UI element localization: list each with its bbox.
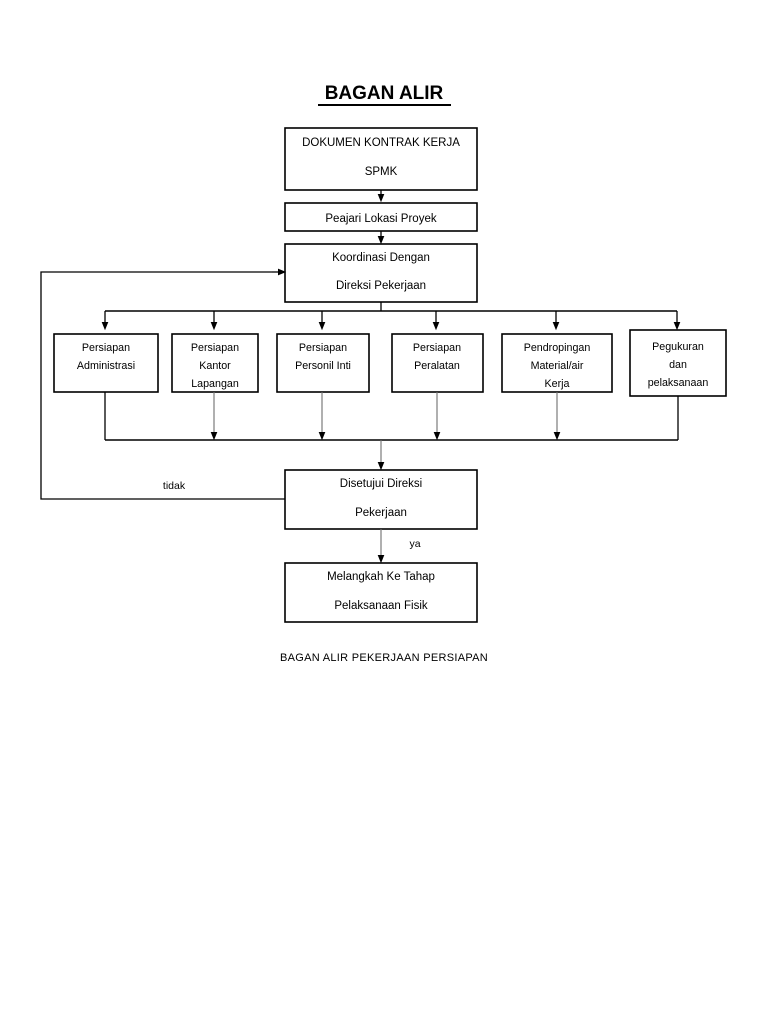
node-persiapan-administrasi-line2: Administrasi — [77, 360, 135, 372]
node-persiapan-kantor-lapangan[interactable] — [171, 333, 259, 393]
node-persiapan-peralatan-line1: Persiapan — [413, 342, 461, 354]
node-persiapan-peralatan[interactable] — [391, 333, 484, 393]
node-pendropingan-material[interactable] — [501, 333, 613, 393]
node-pegukuran-pelaksanaan[interactable] — [629, 329, 727, 397]
node-persiapan-personil-inti[interactable] — [276, 333, 370, 393]
node-koordinasi-direksi[interactable] — [284, 243, 478, 303]
node-persiapan-peralatan-line2: Peralatan — [414, 360, 460, 372]
node-persiapan-administrasi[interactable] — [53, 333, 159, 393]
node-persiapan-kantor-lapangan-line3: Lapangan — [191, 378, 239, 390]
node-pendropingan-material-line3: Kerja — [545, 378, 570, 390]
node-melangkah-ke-tahap-line2: Pelaksanaan Fisik — [334, 600, 428, 612]
node-pendropingan-material-line1: Pendropingan — [524, 342, 591, 354]
node-pegukuran-pelaksanaan-line3: pelaksanaan — [648, 377, 709, 389]
node-pegukuran-pelaksanaan-line2: dan — [669, 359, 687, 371]
node-disetujui-direksi-line1: Disetujui Direksi — [340, 478, 422, 490]
edge-label-tidak: tidak — [163, 480, 186, 492]
edge-tidak-feedback — [40, 271, 285, 500]
edge-label-ya: ya — [409, 538, 420, 550]
node-pegukuran-pelaksanaan-line1: Pegukuran — [652, 341, 704, 353]
node-melangkah-ke-tahap[interactable] — [284, 562, 478, 623]
node-pendropingan-material-line2: Material/air — [531, 360, 584, 372]
node-persiapan-personil-inti-line1: Persiapan — [299, 342, 347, 354]
node-koordinasi-direksi-line1: Koordinasi Dengan — [332, 252, 430, 264]
node-dokumen-kontrak-kerja-line1: DOKUMEN KONTRAK KERJA — [302, 137, 460, 149]
node-disetujui-direksi[interactable] — [284, 469, 478, 530]
node-disetujui-direksi-line2: Pekerjaan — [355, 507, 407, 519]
node-peajari-lokasi-proyek[interactable] — [284, 202, 478, 232]
node-dokumen-kontrak-kerja-line2: SPMK — [365, 166, 398, 178]
node-peajari-lokasi-proyek-line1: Peajari Lokasi Proyek — [325, 213, 436, 225]
node-persiapan-personil-inti-line2: Personil Inti — [295, 360, 351, 372]
node-persiapan-kantor-lapangan-line2: Kantor — [199, 360, 231, 372]
node-persiapan-administrasi-line1: Persiapan — [82, 342, 130, 354]
diagram-caption: BAGAN ALIR PEKERJAAN PERSIAPAN — [280, 652, 488, 664]
node-koordinasi-direksi-line2: Direksi Pekerjaan — [336, 280, 426, 292]
node-persiapan-kantor-lapangan-line1: Persiapan — [191, 342, 239, 354]
page-title: BAGAN ALIR — [325, 83, 444, 104]
node-melangkah-ke-tahap-line1: Melangkah Ke Tahap — [327, 571, 435, 583]
